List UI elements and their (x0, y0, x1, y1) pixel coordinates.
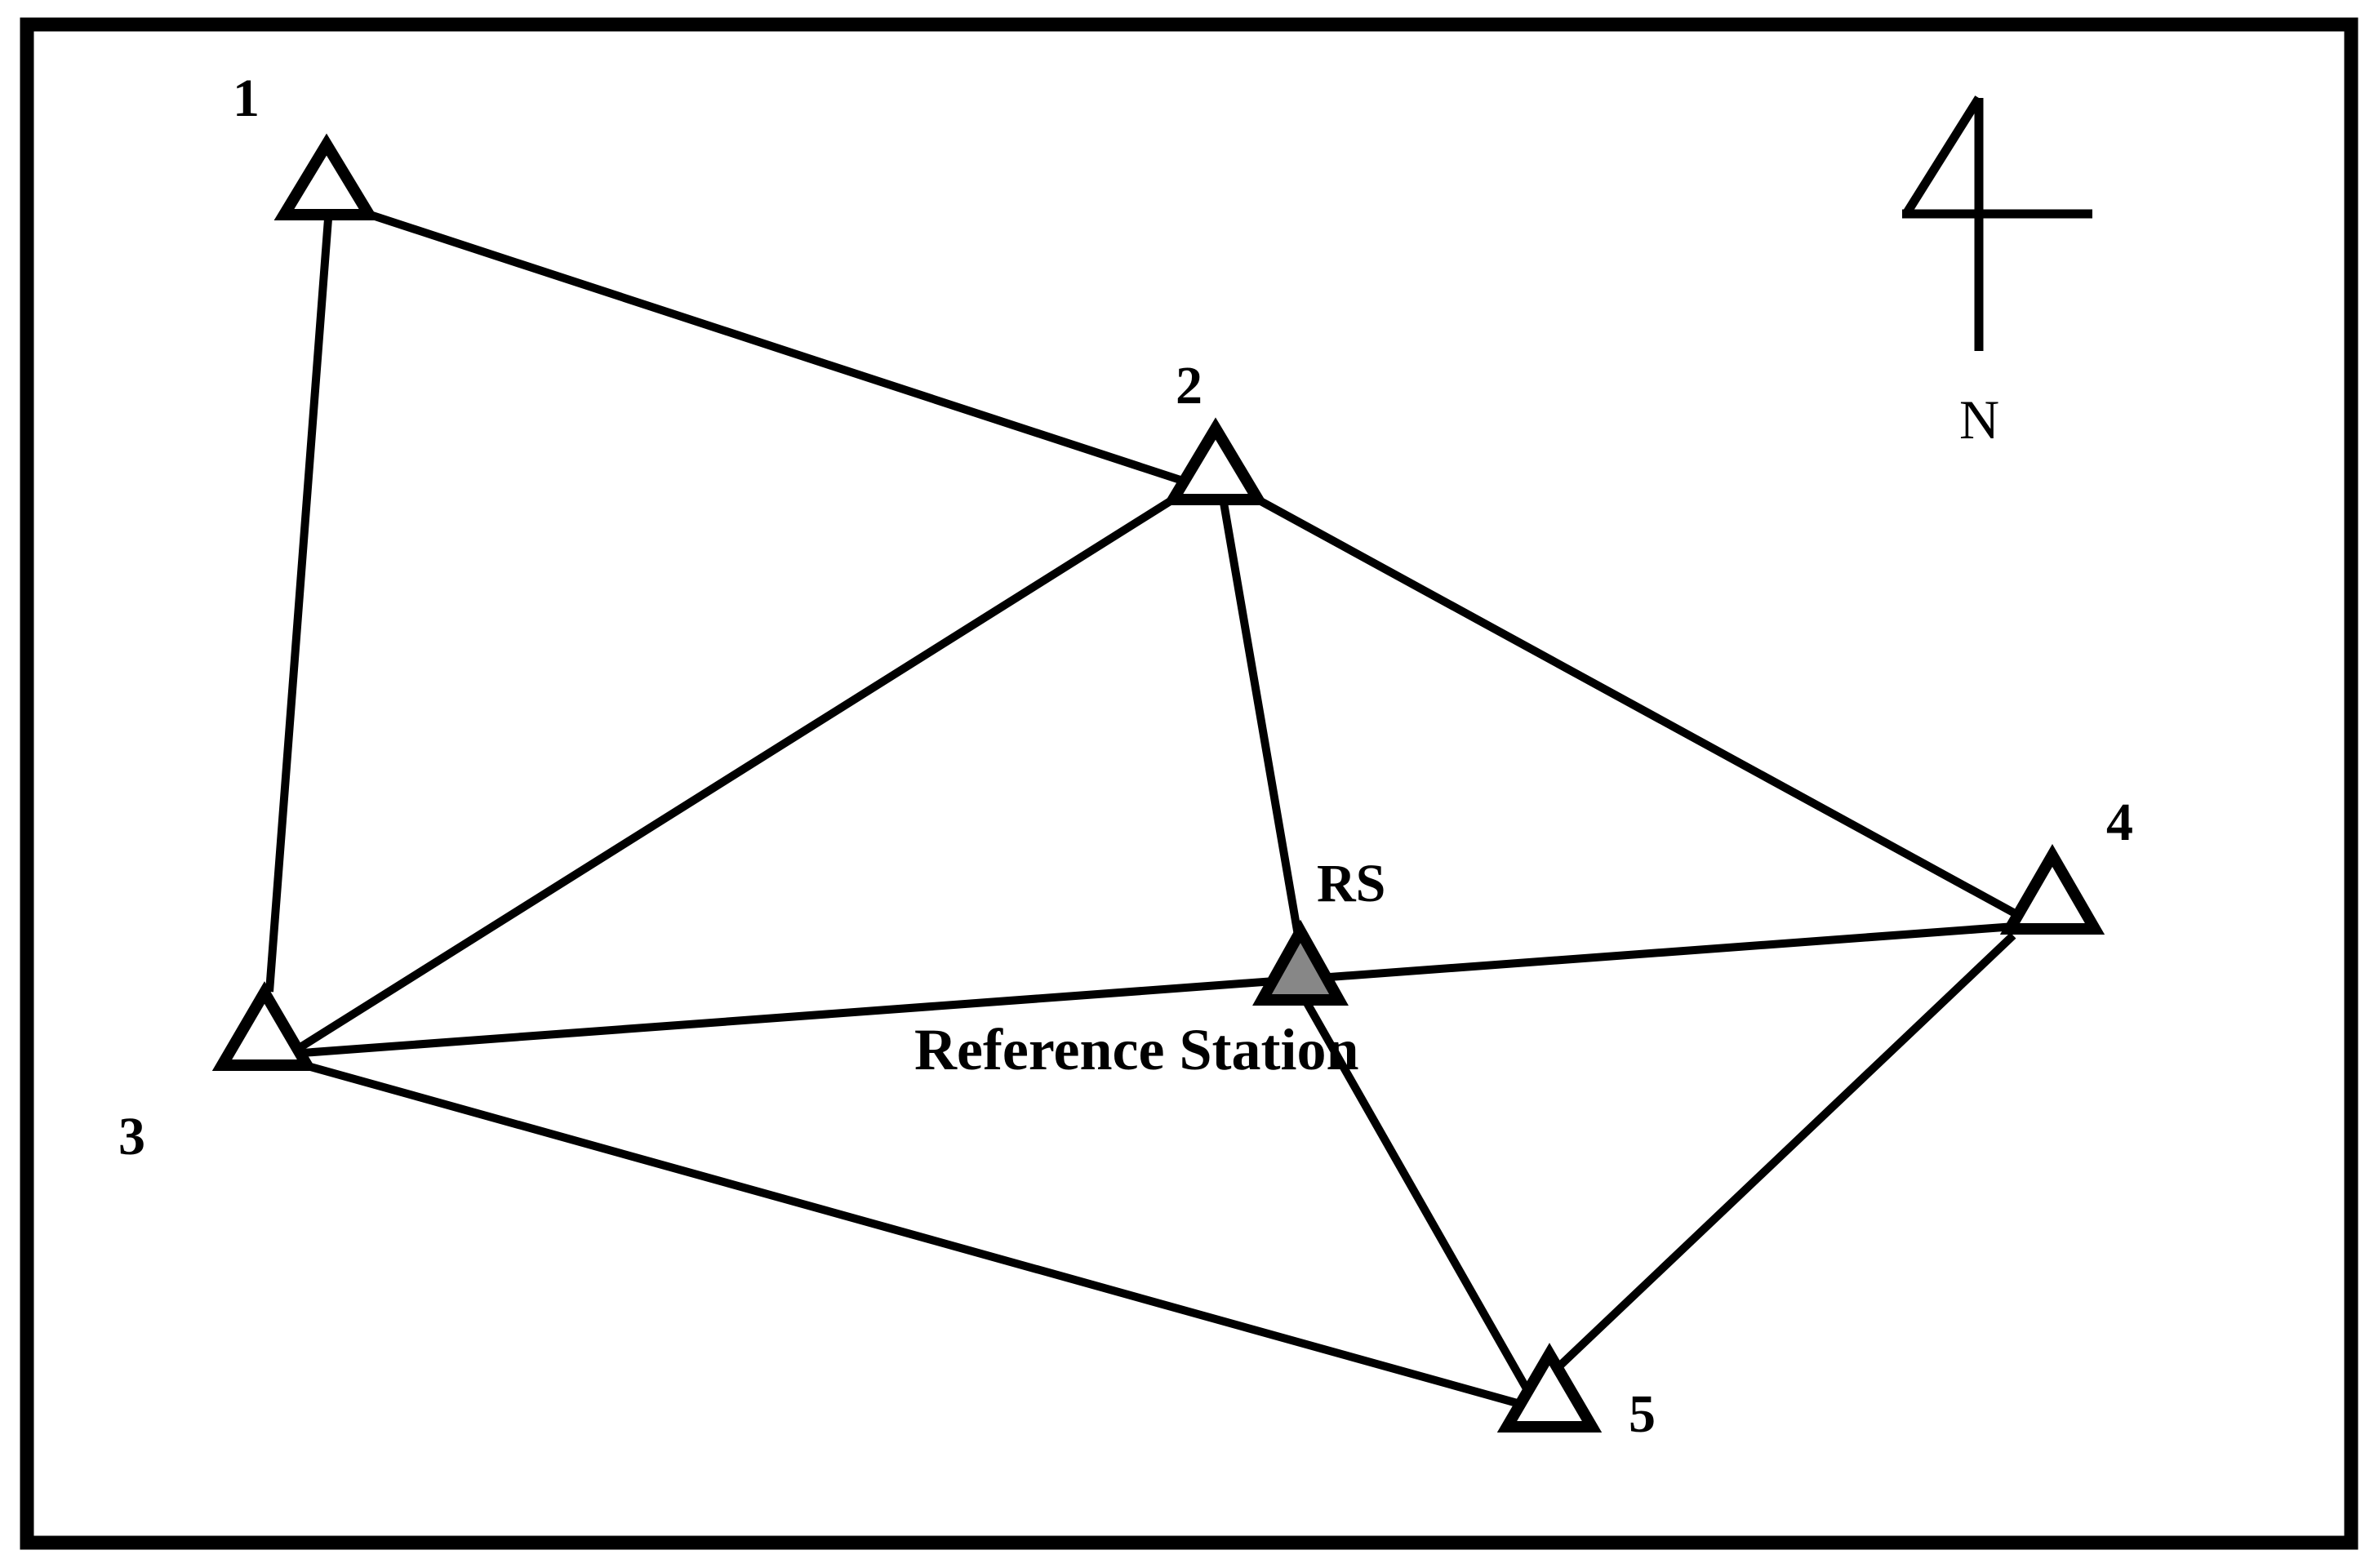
station-label-rs: RS (1317, 854, 1386, 913)
edge-2-rs (1220, 502, 1302, 936)
station-marker-5[interactable] (1496, 1343, 1603, 1433)
north-arrow-icon (1902, 96, 2092, 351)
station-marker-4[interactable] (1999, 844, 2105, 935)
edge-1-2 (356, 207, 1187, 486)
edge-3-5 (297, 1059, 1522, 1408)
station-label-5: 5 (1629, 1384, 1656, 1444)
station-label-1: 1 (233, 69, 260, 128)
station-label-2: 2 (1176, 356, 1203, 415)
figure-border (20, 17, 2358, 1550)
edge-3-4 (301, 922, 2016, 1057)
station-marker-3[interactable] (211, 981, 318, 1071)
station-marker-1[interactable] (273, 133, 380, 220)
edge-2-3 (285, 492, 1180, 1059)
station-marker-2[interactable] (1163, 417, 1269, 505)
north-label: N (1959, 389, 2000, 451)
station-label-3: 3 (118, 1107, 145, 1166)
reference-station-caption: Reference Station (914, 1017, 1359, 1082)
edge-4-5 (1558, 932, 2016, 1368)
north-arrow-diagonal-stroke (1902, 96, 1983, 216)
station-markers-group (211, 133, 2105, 1433)
edge-rs-5 (1299, 993, 1549, 1423)
baseline-edges-group (265, 207, 2019, 1423)
edge-1-3 (265, 218, 332, 993)
edge-2-4 (1252, 494, 2019, 918)
station-marker-rs[interactable] (1252, 919, 1349, 1006)
station-label-4: 4 (2106, 793, 2133, 852)
